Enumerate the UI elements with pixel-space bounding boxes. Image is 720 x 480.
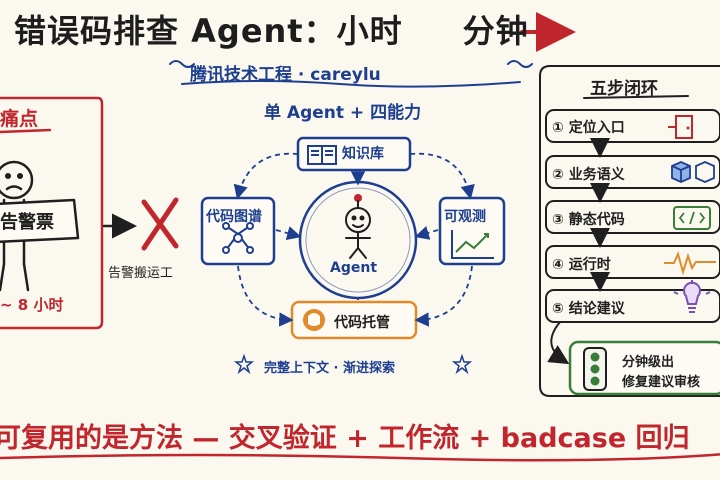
node-repo-label: 代码托管 (334, 315, 390, 331)
page-title: 错误码排查 Agent：小时 分钟 (14, 6, 529, 52)
footer-tagline: 可复用的是方法 — 交叉验证 + 工作流 + badcase 回归 (0, 423, 690, 454)
agent-icon (345, 194, 371, 259)
agent-label: Agent (330, 260, 378, 276)
graph-icon (222, 222, 254, 254)
result-line-2: 修复建议审核 (622, 375, 701, 390)
painpoint-title: 痛点 (0, 108, 39, 130)
repo-icon (303, 309, 325, 331)
step-3-label: ③ 静态代码 (552, 212, 625, 228)
node-graph-label: 代码图谱 (206, 209, 262, 225)
footer-underline (0, 453, 720, 462)
context-note: 完整上下文 · 渐进探索 (264, 361, 395, 376)
door-icon (668, 115, 693, 139)
node-observability-label: 可观测 (444, 209, 486, 225)
code-icon (673, 206, 711, 230)
subtitle-underline (181, 80, 521, 88)
subtitle-squiggle-left (169, 60, 195, 68)
painpoint-title-underline (0, 128, 52, 134)
title-main: 错误码排查 Agent：小时 (14, 12, 403, 50)
steps-panel (539, 65, 720, 397)
step-4-label: ④ 运行时 (552, 257, 611, 273)
subtitle: 腾讯技术工程 · careylu (190, 65, 381, 85)
subtitle-squiggle-right (507, 60, 533, 68)
star-icon-right (451, 353, 473, 375)
painpoint-sign-label: 告警票 (0, 212, 54, 233)
steps-title: 五步闭环 (590, 79, 658, 99)
lightbulb-icon (673, 280, 711, 313)
result-line-1: 分钟级出 (622, 355, 675, 370)
painpoint-panel (0, 96, 104, 330)
alert-ticket-sign (0, 198, 80, 244)
line-chart-icon (451, 230, 494, 259)
step-2-label: ② 业务语义 (552, 167, 625, 183)
cross-icon (141, 197, 179, 251)
capability-connectors (233, 152, 475, 327)
star-icon-left (233, 353, 255, 375)
waveform-icon (664, 251, 716, 276)
worried-person-icon (0, 160, 34, 292)
node-kb-label: 知识库 (342, 146, 384, 162)
mode-title: 单 Agent + 四能力 (264, 103, 422, 123)
step-5-label: ⑤ 结论建议 (552, 301, 625, 317)
title-after: 分钟 (462, 12, 529, 50)
result-box (568, 340, 720, 396)
painpoint-time: ~ 8 小时 (0, 296, 64, 314)
step-arrows (547, 138, 610, 365)
traffic-light-icon (583, 347, 607, 391)
cube-icon (671, 161, 715, 183)
book-icon (307, 145, 337, 165)
step-boxes (545, 109, 720, 323)
porter-label: 告警搬运工 (108, 266, 174, 281)
steps-title-underline (583, 95, 689, 99)
step-1-label: ① 定位入口 (552, 120, 625, 136)
